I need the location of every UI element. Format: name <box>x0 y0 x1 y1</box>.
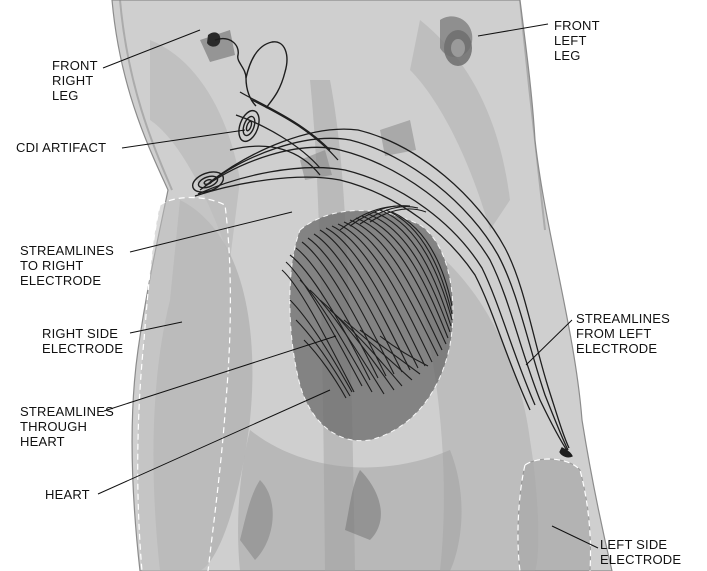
label-line: TO RIGHT <box>20 258 114 273</box>
label-line: FRONT <box>52 58 98 73</box>
label-line: STREAMLINES <box>20 243 114 258</box>
label-streamlines-through-heart: STREAMLINES THROUGH HEART <box>20 404 114 449</box>
label-heart: HEART <box>45 487 90 502</box>
label-left-side-electrode: LEFT SIDE ELECTRODE <box>600 537 681 567</box>
label-line: ELECTRODE <box>576 341 670 356</box>
front-left-leg-marker <box>444 30 472 66</box>
label-line: RIGHT <box>52 73 98 88</box>
label-line: ELECTRODE <box>600 552 681 567</box>
label-line: RIGHT SIDE <box>42 326 123 341</box>
label-line: THROUGH <box>20 419 114 434</box>
label-line: FRONT <box>554 18 600 33</box>
label-line: LEG <box>52 88 98 103</box>
label-streamlines-from-left-electrode: STREAMLINES FROM LEFT ELECTRODE <box>576 311 670 356</box>
label-line: ELECTRODE <box>20 273 114 288</box>
label-line: ELECTRODE <box>42 341 123 356</box>
label-right-side-electrode: RIGHT SIDE ELECTRODE <box>42 326 123 356</box>
label-line: LEFT <box>554 33 600 48</box>
label-line: LEFT SIDE <box>600 537 681 552</box>
left-side-electrode <box>518 459 591 571</box>
label-cdi-artifact: CDI ARTIFACT <box>16 140 106 155</box>
label-line: HEART <box>20 434 114 449</box>
label-front-right-leg: FRONT RIGHT LEG <box>52 58 98 103</box>
label-line: STREAMLINES <box>576 311 670 326</box>
label-line: FROM LEFT <box>576 326 670 341</box>
label-line: STREAMLINES <box>20 404 114 419</box>
label-line: LEG <box>554 48 600 63</box>
label-front-left-leg: FRONT LEFT LEG <box>554 18 600 63</box>
label-streamlines-to-right-electrode: STREAMLINES TO RIGHT ELECTRODE <box>20 243 114 288</box>
label-line: CDI ARTIFACT <box>16 140 106 155</box>
label-line: HEART <box>45 487 90 502</box>
